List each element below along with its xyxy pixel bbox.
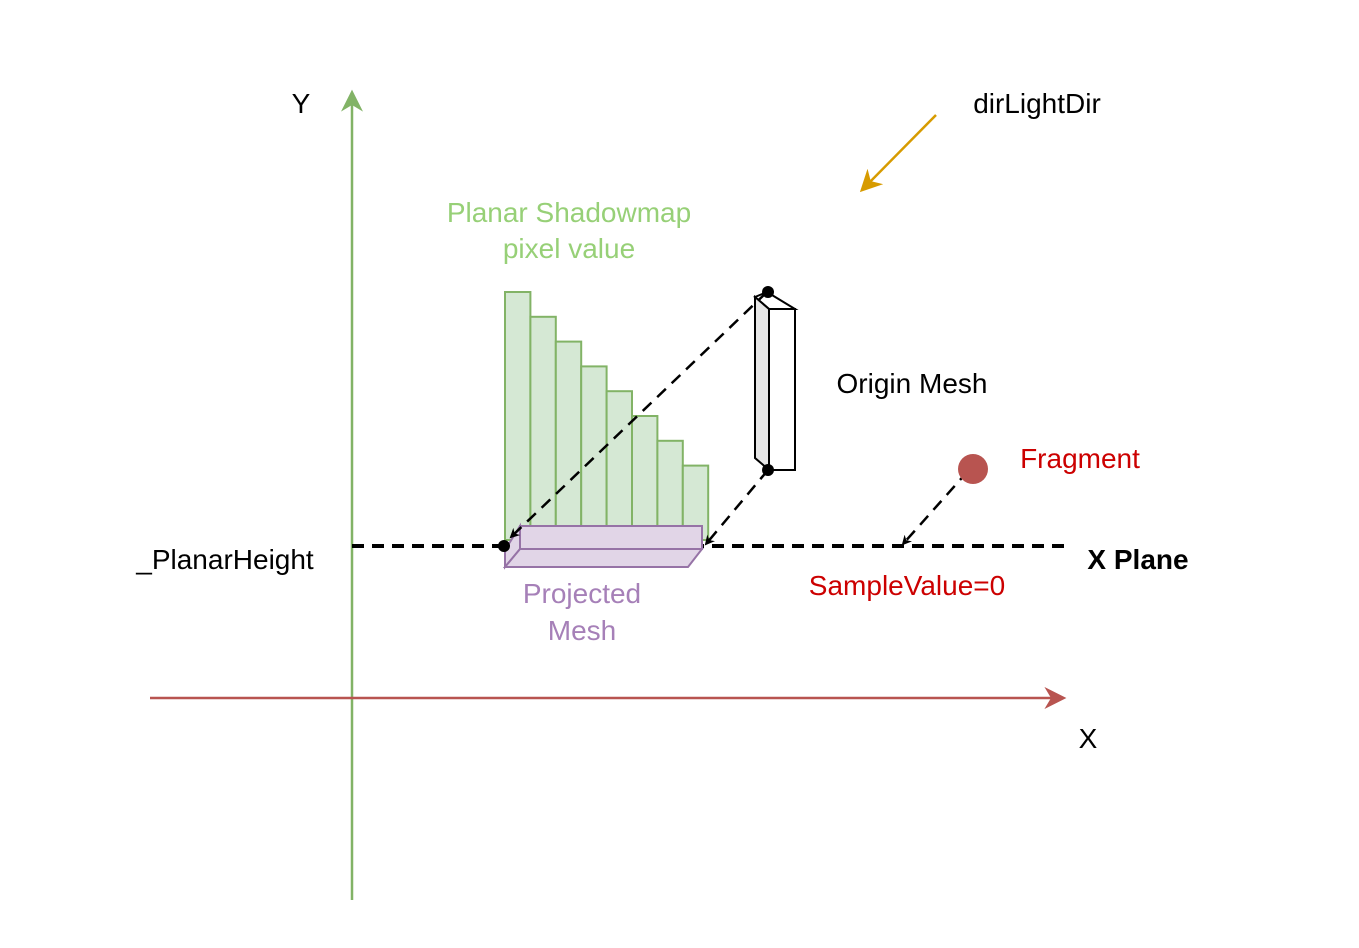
sample-value-label: SampleValue=0 (809, 570, 1005, 601)
vertex-dot-top (762, 286, 774, 298)
shadowmap-bars (504, 291, 710, 542)
projected-mesh-label-line2: Mesh (548, 615, 616, 646)
fragment-label: Fragment (1020, 443, 1140, 474)
shadowmap-bar (580, 365, 608, 541)
fragment-ray (901, 470, 969, 546)
shadowmap-bar (554, 340, 583, 541)
origin-mesh (753, 290, 799, 473)
origin-mesh-label: Origin Mesh (837, 368, 988, 399)
light-direction-arrow (859, 114, 937, 193)
planar-height-label: _PlanarHeight (135, 544, 314, 575)
vertex-dot-bottom (762, 464, 774, 476)
fragment-point (958, 454, 988, 484)
shadowmap-label-line1: Planar Shadowmap (447, 197, 691, 228)
x-plane-label: X Plane (1087, 544, 1188, 575)
projected-mesh-label-line1: Projected (523, 578, 641, 609)
shadowmap-bar (504, 291, 532, 541)
vertex-dot-projected (498, 540, 510, 552)
light-direction-label: dirLightDir (973, 88, 1101, 119)
shadowmap-label-line2: pixel value (503, 233, 635, 264)
x-axis-label: X (1079, 723, 1098, 754)
shadowmap-bar (631, 415, 659, 541)
projected-mesh (502, 522, 705, 570)
shadowmap-bar (605, 390, 633, 542)
y-axis-label: Y (292, 88, 311, 119)
projection-ray-bottom (704, 469, 769, 546)
